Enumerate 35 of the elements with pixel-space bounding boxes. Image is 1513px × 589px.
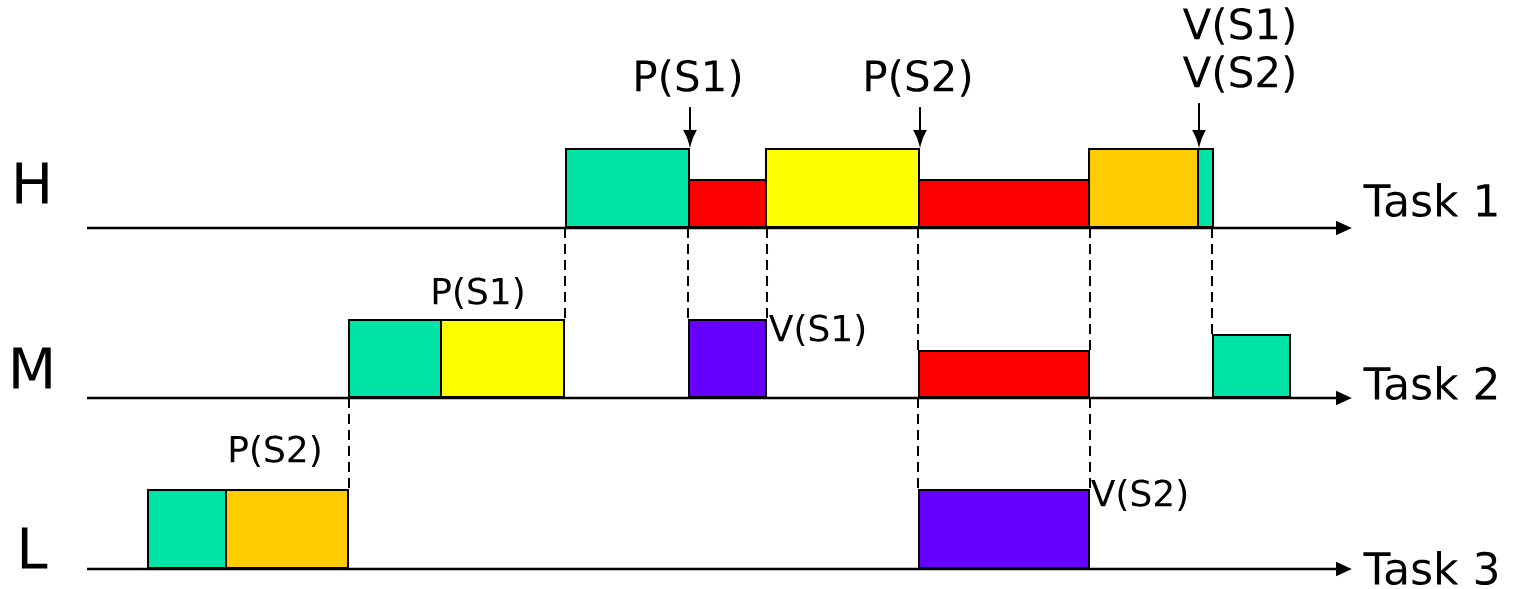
dashed-line bbox=[1089, 397, 1091, 490]
time-bar bbox=[147, 489, 227, 569]
dashed-line bbox=[1211, 227, 1213, 335]
time-bar bbox=[1197, 148, 1214, 228]
task-label: Task 2 bbox=[1363, 365, 1497, 401]
time-bar bbox=[765, 148, 920, 228]
event-label: V(S1) V(S2) bbox=[1182, 7, 1294, 93]
time-bar bbox=[918, 350, 1090, 398]
time-bar bbox=[1088, 148, 1199, 228]
task-label: Task 1 bbox=[1363, 182, 1497, 218]
time-bar bbox=[565, 148, 690, 228]
dashed-line bbox=[917, 397, 919, 490]
dashed-line bbox=[564, 227, 566, 320]
row-letter: M bbox=[13, 347, 51, 389]
time-bar bbox=[688, 179, 767, 228]
time-bar bbox=[918, 179, 1090, 228]
event-label: P(S2) bbox=[866, 59, 971, 97]
arrow bbox=[683, 106, 697, 145]
event-label: V(S1) bbox=[769, 313, 865, 347]
event-label: V(S2) bbox=[1091, 478, 1187, 512]
arrow bbox=[1192, 102, 1206, 145]
event-label: P(S1) bbox=[433, 276, 523, 310]
row-letter: H bbox=[16, 162, 48, 204]
dashed-line bbox=[348, 397, 350, 490]
event-label: P(S2) bbox=[230, 434, 320, 468]
dashed-line bbox=[917, 227, 919, 351]
task-label: Task 3 bbox=[1363, 550, 1497, 586]
dashed-line bbox=[766, 227, 768, 320]
time-bar bbox=[1212, 334, 1291, 398]
row-letter: L bbox=[21, 527, 48, 569]
arrow bbox=[913, 106, 927, 145]
dashed-line bbox=[687, 227, 689, 320]
dashed-line bbox=[1089, 227, 1091, 351]
time-bar bbox=[348, 319, 442, 398]
event-label: P(S1) bbox=[636, 59, 741, 97]
